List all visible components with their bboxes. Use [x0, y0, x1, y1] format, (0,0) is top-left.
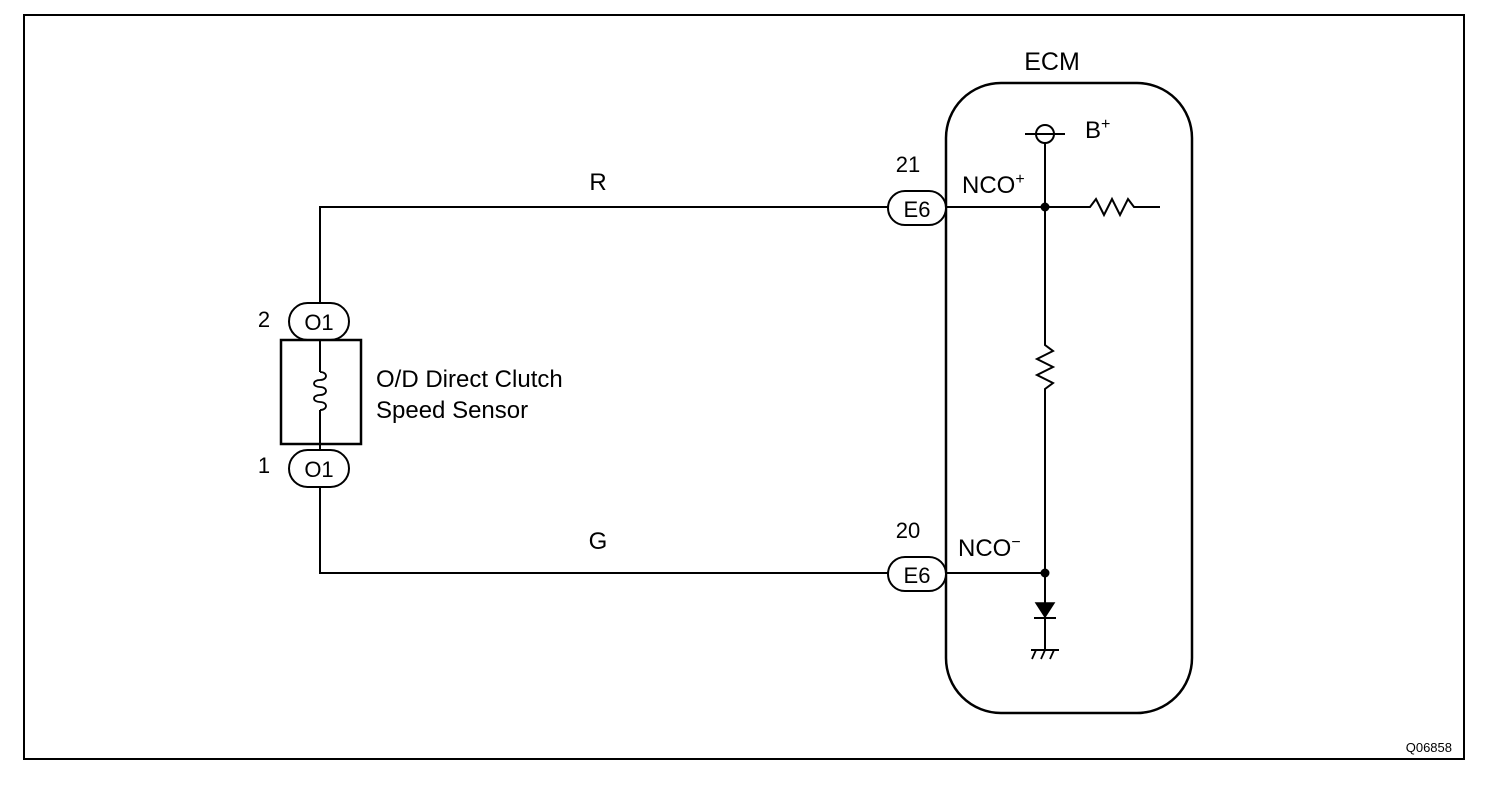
wire-r: R	[319, 169, 888, 303]
sensor-connector-label: O1	[304, 310, 333, 335]
ecm-terminal-21: 21 E6 NCO+	[887, 152, 1025, 226]
ecm-signal-label: NCO+	[962, 171, 1025, 199]
ground-icon	[1031, 649, 1059, 660]
b-plus-supply-icon	[1025, 124, 1065, 207]
ecm-connector-label: E6	[904, 197, 931, 222]
ecm-box	[944, 81, 1194, 715]
sensor-name-line1: O/D Direct Clutch	[376, 366, 563, 393]
coil-icon	[313, 371, 327, 411]
wire-r-color-label: R	[589, 169, 606, 196]
resistor-icon	[1045, 196, 1160, 218]
ecm-terminal-20: 20 E6 NCO−	[887, 518, 1021, 592]
sensor-name-line2: Speed Sensor	[376, 397, 528, 424]
sensor-pin-number: 2	[258, 307, 270, 332]
diode-icon	[1034, 602, 1056, 619]
ecm-signal-label: NCO−	[958, 534, 1021, 562]
sensor-pin-number: 1	[258, 453, 270, 478]
ecm-connector-label: E6	[904, 563, 931, 588]
b-plus-label: B+	[1085, 116, 1110, 144]
diagram-frame	[23, 14, 1465, 760]
speed-sensor: 2 O1 1 O1 O/D Direct Clutch Speed Sensor	[258, 302, 563, 488]
resistor-icon	[1034, 337, 1056, 397]
sensor-connector-label: O1	[304, 457, 333, 482]
ecm-internal-circuit: B+	[946, 116, 1160, 660]
ecm-pin-number: 20	[896, 518, 920, 543]
ecm-pin-number: 21	[896, 152, 920, 177]
wire-g-color-label: G	[589, 528, 608, 555]
wire-g: G	[319, 487, 888, 574]
figure-id: Q06858	[1406, 740, 1452, 755]
ecm-label: ECM	[1024, 48, 1080, 76]
